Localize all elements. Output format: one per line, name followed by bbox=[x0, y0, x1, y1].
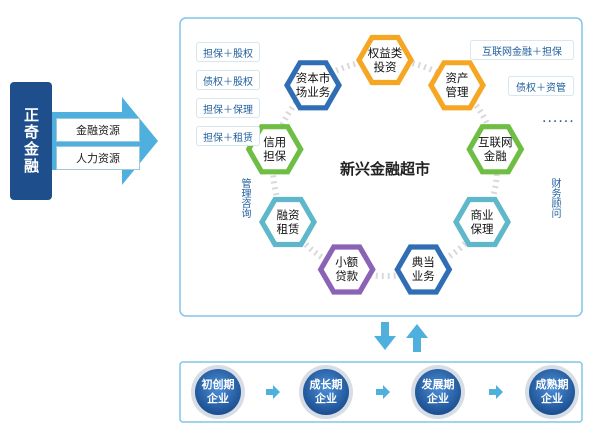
stage-shapes bbox=[191, 365, 579, 419]
more-dots: ...... bbox=[542, 110, 575, 126]
tag-debt-equity: 债权＋股权 bbox=[196, 70, 260, 90]
hexagon-inner bbox=[362, 40, 408, 80]
left-navy-block bbox=[10, 82, 52, 200]
hexagon-label: 典当 业务 bbox=[411, 255, 435, 284]
hexagon-label: 资本市 场业务 bbox=[295, 71, 331, 100]
hexagon-3 bbox=[453, 196, 511, 248]
hexagon-inner bbox=[472, 129, 519, 170]
tag-guarantee-equity: 担保＋股权 bbox=[196, 42, 260, 62]
hexagon-inner bbox=[265, 202, 311, 242]
financial-resources-box: 金融资源 bbox=[56, 118, 140, 142]
up-arrow bbox=[406, 324, 428, 352]
hexagon-label: 互联网 金融 bbox=[478, 135, 513, 164]
hexagon-label: 权益类 投资 bbox=[367, 46, 403, 74]
market-title: 新兴金融超市 bbox=[339, 160, 430, 178]
hexagon-8 bbox=[284, 60, 342, 111]
hexagon-inner bbox=[459, 202, 505, 242]
tag-guarantee-factoring: 担保＋保理 bbox=[196, 98, 260, 118]
stage-arrow bbox=[266, 385, 280, 399]
hexagon-inner bbox=[434, 65, 480, 106]
tag-internet-finance-guarantee: 互联网金融＋担保 bbox=[470, 40, 574, 60]
hexagon-1 bbox=[428, 60, 486, 111]
hexagon-label: 资产 管理 bbox=[445, 71, 469, 100]
hexagon-7 bbox=[245, 124, 304, 175]
zhengqi-finance-title: 正奇金融 bbox=[22, 107, 40, 175]
stage-label: 成长期 企业 bbox=[309, 378, 343, 405]
stage-circle bbox=[303, 369, 349, 415]
stage-circle bbox=[529, 369, 575, 415]
hexagon-label: 信用 担保 bbox=[263, 135, 287, 164]
hexagon-inner bbox=[400, 249, 447, 290]
stage-circle bbox=[195, 369, 241, 415]
human-resources-box: 人力资源 bbox=[56, 146, 140, 170]
hexagon-label: 商业 保理 bbox=[470, 208, 494, 236]
stage-circle bbox=[415, 369, 461, 415]
hexagon-label: 小额 贷款 bbox=[335, 255, 359, 284]
tag-guarantee-leasing: 担保＋租赁 bbox=[196, 126, 260, 146]
stage-label: 成熟期 企业 bbox=[535, 378, 569, 405]
stage-label: 初创期 企业 bbox=[201, 378, 235, 405]
hexagon-inner bbox=[251, 129, 298, 170]
down-arrow bbox=[374, 322, 396, 350]
management-consulting-text: 管理咨询 bbox=[239, 178, 250, 218]
hexagon-inner bbox=[323, 249, 370, 290]
financial-advisor-text: 财务顾问 bbox=[549, 178, 560, 218]
hexagon-label: 融资 租赁 bbox=[276, 208, 300, 236]
hexagon-5 bbox=[317, 244, 376, 295]
hexagon-2 bbox=[466, 124, 525, 175]
tag-debt-asset-management: 债权＋资管 bbox=[508, 76, 574, 96]
stage-arrow bbox=[489, 385, 503, 399]
hexagon-0 bbox=[356, 34, 414, 86]
hexagon-ring bbox=[245, 34, 525, 295]
hexagon-4 bbox=[394, 244, 453, 295]
hexagon-inner bbox=[290, 65, 336, 106]
stage-label: 发展期 企业 bbox=[421, 378, 455, 405]
hexagon-6 bbox=[259, 196, 317, 248]
stage-arrow bbox=[376, 385, 390, 399]
